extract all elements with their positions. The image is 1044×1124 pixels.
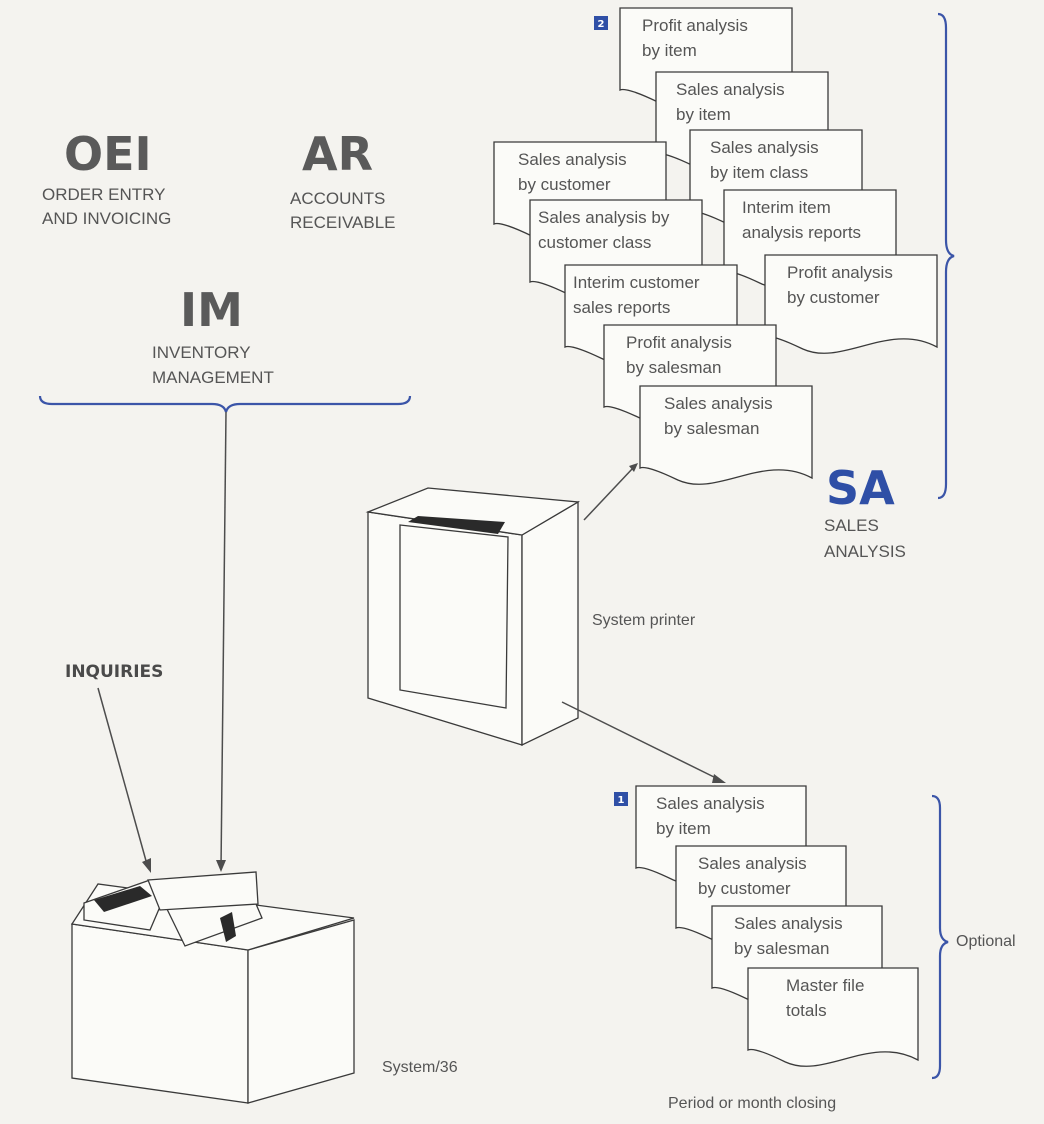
printer-to-sa-arrowhead [629,463,638,472]
report-title-line-1: Sales analysis [734,914,843,933]
report-title-line-1: Profit analysis [787,263,893,282]
oei-line2: AND INVOICING [42,209,171,228]
report-title-line-2: analysis reports [742,223,861,242]
system36-label: System/36 [382,1059,458,1076]
report-title-line-1: Sales analysis [676,80,785,99]
optional-label: Optional [956,933,1016,950]
report-title-line-2: by item [676,105,731,124]
report-title-line-2: sales reports [573,298,670,317]
report-title-line-2: by salesman [664,419,759,438]
modules-brace [38,395,412,413]
group1-report-4: Master file totals [747,967,919,1067]
sa-line2: ANALYSIS [824,542,906,561]
ar-line1: ACCOUNTS [290,189,385,208]
im-abbr: IM [180,283,243,337]
oei-line1: ORDER ENTRY [42,185,165,204]
sa-line1: SALES [824,516,879,535]
ar-line2: RECEIVABLE [290,213,396,232]
report-title-line-1: Interim item [742,198,831,217]
report-title-line-2: by item class [710,163,808,182]
report-title-line-1: Sales analysis [656,794,765,813]
report-title-line-2: by item [656,819,711,838]
report-title-line-1: Master file [786,976,864,995]
report-title-line-2: totals [786,1001,827,1020]
report-title-line-2: by item [642,41,697,60]
group1-badge: 1 [614,792,628,806]
module-ar: AR ACCOUNTS RECEIVABLE [290,127,396,232]
report-title-line-2: by salesman [626,358,721,377]
system-printer [365,487,581,747]
im-line2: MANAGEMENT [152,368,274,387]
modules-to-system36-line [220,411,227,869]
ar-abbr: AR [302,127,373,181]
group2-badge-number: 2 [598,19,605,30]
report-title-line-1: Sales analysis [664,394,773,413]
report-sheet [639,385,813,485]
optional-brace [931,794,949,1080]
report-title-line-1: Interim customer [573,273,700,292]
module-oei: OEI ORDER ENTRY AND INVOICING [42,127,171,228]
group2-badge: 2 [594,16,608,30]
system-printer-label: System printer [592,612,696,629]
sa-brace [937,12,955,500]
group1-badge-number: 1 [618,795,625,806]
report-title-line-1: Sales analysis [518,150,627,169]
report-title-line-1: Profit analysis [626,333,732,352]
report-title-line-2: customer class [538,233,651,252]
report-title-line-1: Sales analysis [710,138,819,157]
group2-report-7: Profit analysis by customer [764,254,938,354]
sa-abbr: SA [826,461,895,515]
report-title-line-2: by customer [518,175,611,194]
report-title-line-2: by salesman [734,939,829,958]
report-title-line-1: Sales analysis [698,854,807,873]
group2-report-10: Sales analysis by salesman [639,385,813,485]
report-title-line-1: Sales analysis by [538,208,670,227]
oei-abbr: OEI [64,127,152,181]
module-im: IM INVENTORY MANAGEMENT [152,283,274,387]
printer-to-closing-arrowhead [712,774,726,783]
report-title-line-2: by customer [787,288,880,307]
inquiries-arrowhead [142,858,151,873]
system36-machine [70,871,355,1104]
inquiries-label: INQUIRIES [65,662,163,682]
report-title-line-1: Profit analysis [642,16,748,35]
printer-to-closing-line [561,701,721,781]
printer-to-sa-line [583,467,634,521]
inquiries-arrow-line [97,687,149,869]
im-line1: INVENTORY [152,343,251,362]
report-title-line-2: by customer [698,879,791,898]
period-closing-label: Period or month closing [668,1095,836,1112]
report-sheet [747,967,919,1067]
modules-arrowhead [216,860,226,872]
